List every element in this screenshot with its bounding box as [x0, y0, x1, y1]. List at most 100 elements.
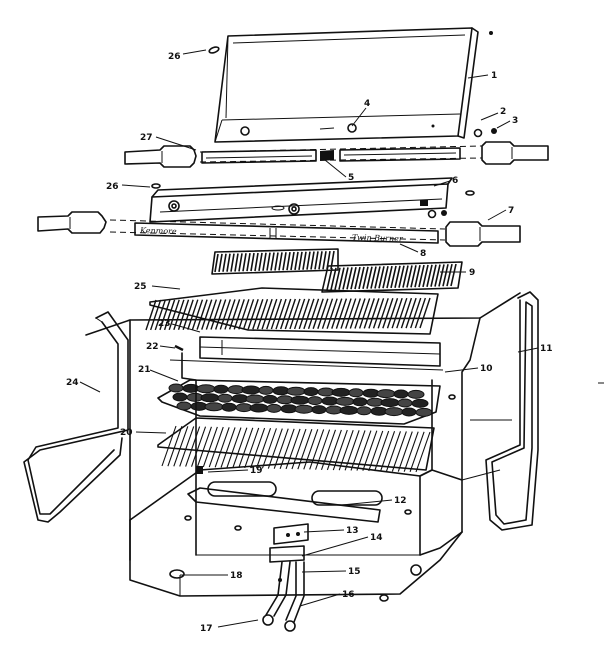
grid-bar [285, 428, 301, 470]
briquette [307, 396, 323, 406]
lid-clip [208, 46, 220, 54]
grid-bar [350, 267, 357, 290]
callout-23: 23 [158, 319, 171, 329]
grid-bar [258, 252, 263, 271]
callout-16: 16 [342, 590, 355, 600]
grid-bar [232, 427, 248, 468]
grid-bar [400, 297, 413, 329]
grid-bar [430, 264, 437, 287]
grid-bar [331, 298, 343, 329]
grid-bar [154, 299, 166, 331]
grid-bar [222, 253, 227, 272]
callout-26-mid: 26 [106, 182, 119, 192]
heat-deflector-panel [199, 336, 441, 367]
grid-bar [238, 427, 254, 468]
grid-bar [306, 251, 311, 270]
briquette [411, 398, 429, 408]
callout-1: 1 [491, 71, 497, 81]
grid-bar [394, 265, 401, 288]
grid-bar [247, 299, 259, 330]
grid-bar [312, 298, 324, 330]
grid-bar [422, 264, 429, 288]
grid-bar [179, 426, 195, 467]
briquette [258, 385, 274, 395]
rock-grate [157, 417, 435, 473]
grid-bar [298, 251, 303, 270]
grid-bar [335, 298, 348, 329]
valve-bracket [269, 523, 309, 563]
grid-bar [374, 266, 381, 289]
briquette-tray [157, 379, 441, 425]
grid-bar [338, 267, 345, 290]
grid-bar [228, 299, 241, 330]
grid-bar [344, 430, 360, 471]
grid-bar [278, 252, 283, 271]
briquette [331, 387, 351, 397]
briquette [339, 405, 359, 415]
grid-bar [377, 298, 389, 329]
callout-8: 8 [420, 249, 426, 259]
grid-bar [438, 264, 445, 287]
grid-bar [254, 252, 259, 272]
grid-bar [282, 252, 287, 271]
grid-bar [159, 299, 171, 331]
grid-bar [426, 264, 433, 287]
left-upper-handle-end [124, 145, 197, 168]
grid-bar [214, 253, 219, 273]
grid-bar [406, 265, 413, 288]
grid-bar [398, 265, 405, 288]
washer [473, 128, 483, 138]
grid-bar [410, 265, 417, 288]
briquette [241, 385, 261, 395]
grid-bar [252, 298, 264, 330]
grid-bar [397, 431, 413, 472]
briquette [356, 406, 372, 416]
grid-bar [167, 425, 183, 467]
callout-27: 27 [140, 133, 153, 143]
grid-bar [226, 253, 231, 272]
callout-3: 3 [512, 116, 518, 126]
grid-bar [326, 429, 342, 471]
callout-22: 22 [146, 342, 159, 352]
lid-frame-nut [427, 209, 447, 219]
grid-bar [266, 252, 271, 271]
grid-bar [226, 427, 242, 468]
grid-bar [410, 297, 422, 329]
upper-left-cooking-grid [211, 248, 339, 275]
gas-valve-tubes [262, 561, 305, 632]
grid-bar [385, 431, 401, 472]
briquette [401, 407, 417, 417]
grid-bar [354, 298, 366, 329]
grid-bar [415, 431, 431, 473]
grid-bar [302, 251, 307, 270]
grid-bar [382, 298, 394, 329]
grid-bar [201, 299, 213, 330]
grid-bar [219, 299, 231, 330]
grid-bar [161, 425, 177, 467]
grid-bar [396, 297, 408, 329]
grid-bar [187, 299, 199, 330]
grid-bar [362, 430, 378, 471]
callout-25: 25 [134, 282, 147, 292]
grid-bar [233, 299, 245, 330]
grid-bar [218, 253, 223, 273]
grid-bar [390, 265, 397, 289]
grid-bar [368, 430, 384, 472]
grid-bar [274, 252, 279, 271]
grid-bar [191, 426, 207, 467]
grid-bar [280, 298, 292, 330]
grid-bar [250, 252, 255, 272]
grid-bar [149, 299, 162, 331]
grid-bar [350, 430, 366, 471]
briquette [196, 384, 216, 394]
grid-bar [409, 431, 425, 473]
grid-bar [340, 298, 352, 329]
callout-19: 19 [250, 466, 263, 476]
grid-bar [332, 429, 348, 471]
grid-bar [205, 299, 218, 330]
grid-bar [378, 266, 385, 289]
grid-bar [267, 428, 283, 469]
briquette [172, 392, 188, 402]
callout-26-top: 26 [168, 52, 181, 62]
